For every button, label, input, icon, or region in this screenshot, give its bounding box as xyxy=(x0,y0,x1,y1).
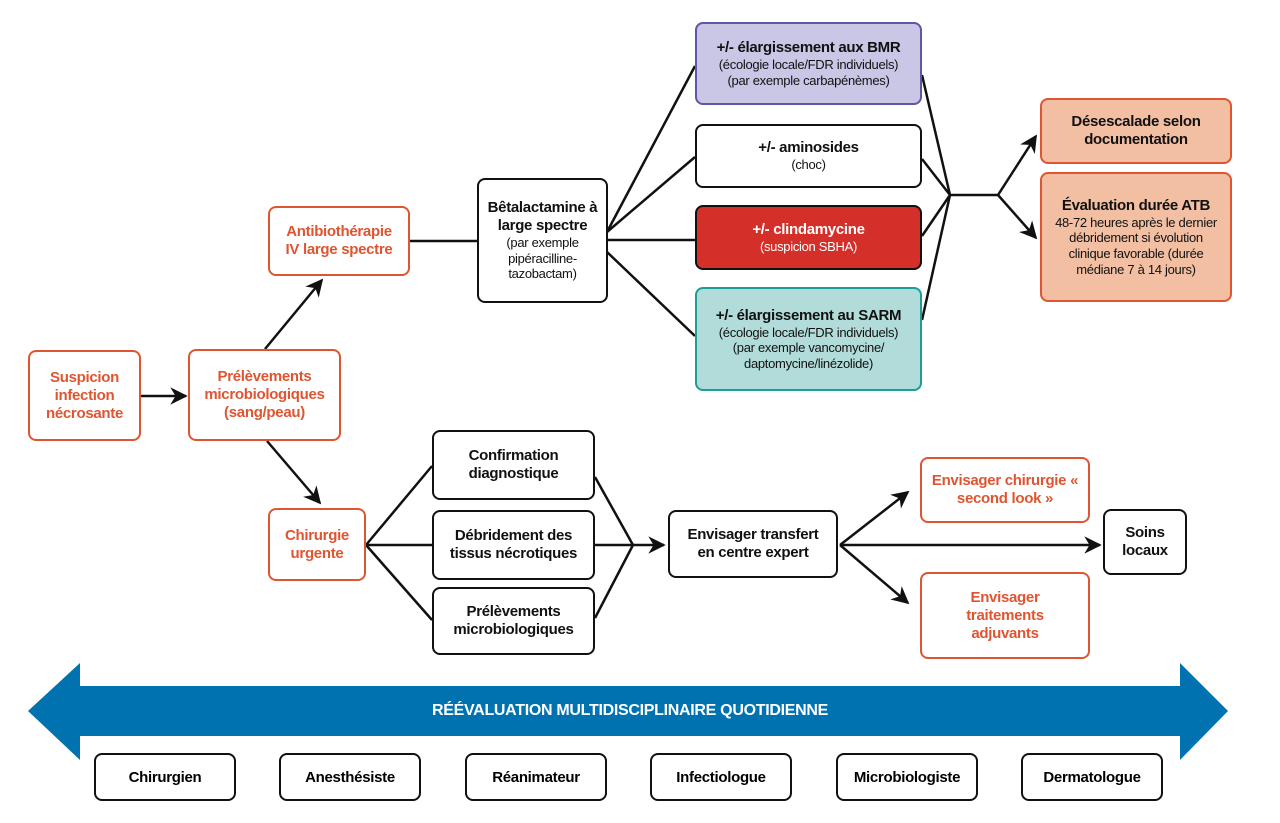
node-desescalade: Désescalade selon documentation xyxy=(1040,98,1232,164)
node-second-look: Envisager chirurgie « second look » xyxy=(920,457,1090,523)
node-bmr: +/- élargissement aux BMR (écologie loca… xyxy=(695,22,922,105)
line-amino-to-merge xyxy=(921,158,951,196)
arrow-prelevements-to-chirurgie xyxy=(266,440,322,505)
node-subtitle: (par exemple vancomycine/ daptomycine/li… xyxy=(732,340,885,371)
node-debridement: Débridement des tissus nécrotiques xyxy=(432,510,595,580)
arrow-to-adjuvants xyxy=(839,544,910,605)
line-bmr-to-merge xyxy=(920,74,952,196)
node-title: Envisager traitements adjuvants xyxy=(966,588,1044,642)
banner-label: RÉÉVALUATION MULTIDISCIPLINAIRE QUOTIDIE… xyxy=(432,702,828,719)
line-clinda-to-merge xyxy=(920,194,952,237)
node-subtitle: 48-72 heures après le dernier débridemen… xyxy=(1055,214,1217,277)
role-dermatologue: Dermatologue xyxy=(1021,753,1163,801)
node-prelevements: Prélèvements microbiologiques (sang/peau… xyxy=(188,349,341,441)
role-microbiologiste: Microbiologiste xyxy=(836,753,978,801)
arrow-prelevements-to-antibio xyxy=(264,278,324,350)
node-transfert: Envisager transfert en centre expert xyxy=(668,510,838,578)
node-chirurgie: Chirurgie urgente xyxy=(268,508,366,581)
arrow-to-evaluation xyxy=(997,194,1038,240)
node-title: Envisager transfert en centre expert xyxy=(687,526,819,561)
role-anesthesiste: Anesthésiste xyxy=(279,753,421,801)
node-title: Envisager chirurgie « second look » xyxy=(931,472,1079,507)
node-title: Prélèvements microbiologiques xyxy=(453,603,574,638)
node-subtitle: (suspicion SBHA) xyxy=(759,238,858,254)
node-confirmation: Confirmation diagnostique xyxy=(432,430,595,500)
node-title: Bêtalactamine à large spectre xyxy=(487,199,598,235)
node-adjuvants: Envisager traitements adjuvants xyxy=(920,572,1090,659)
node-suspicion: Suspicion infection nécrosante xyxy=(28,350,141,441)
node-subtitle: (par exemple pipéracilline-tazobactam) xyxy=(506,235,579,282)
role-chirurgien: Chirurgien xyxy=(94,753,236,801)
line-prelev2-to-merge xyxy=(593,544,635,619)
node-subtitle: (choc) xyxy=(791,157,826,173)
line-chir-to-confirmation xyxy=(365,465,433,546)
line-chir-to-prelev2 xyxy=(365,544,433,621)
node-subtitle: (écologie locale/FDR individuels) xyxy=(718,324,899,340)
node-title: Débridement des tissus nécrotiques xyxy=(449,527,578,562)
line-beta-to-sarm xyxy=(606,251,696,337)
line-beta-to-bmr xyxy=(605,65,697,233)
node-clindamycine: +/- clindamycine (suspicion SBHA) xyxy=(695,205,922,270)
node-subtitle: (par exemple carbapénèmes) xyxy=(727,72,890,88)
node-title: +/- aminosides xyxy=(758,139,859,157)
node-betalactamine: Bêtalactamine à large spectre (par exemp… xyxy=(477,178,608,303)
role-infectiologue: Infectiologue xyxy=(650,753,792,801)
node-title: +/- clindamycine xyxy=(752,220,865,238)
node-title: Chirurgie urgente xyxy=(285,526,349,562)
node-soins: Soins locaux xyxy=(1103,509,1187,575)
node-title: Antibiothérapie IV large spectre xyxy=(285,223,393,258)
node-title: Soins locaux xyxy=(1122,524,1168,559)
line-sarm-to-merge xyxy=(920,194,952,321)
node-title: Évaluation durée ATB xyxy=(1061,196,1211,214)
line-confirmation-to-merge xyxy=(593,476,635,546)
arrow-to-desescalade xyxy=(996,134,1038,196)
node-title: Désescalade selon documentation xyxy=(1071,113,1201,148)
node-prelevements-2: Prélèvements microbiologiques xyxy=(432,587,595,655)
node-title: Confirmation diagnostique xyxy=(468,447,559,482)
node-antibiotherapie: Antibiothérapie IV large spectre xyxy=(268,206,410,276)
node-sarm: +/- élargissement au SARM (écologie loca… xyxy=(695,287,922,391)
node-evaluation: Évaluation durée ATB 48-72 heures après … xyxy=(1040,172,1232,302)
role-reanimateur: Réanimateur xyxy=(465,753,607,801)
line-beta-to-aminosides xyxy=(606,156,696,233)
node-title: Prélèvements microbiologiques (sang/peau… xyxy=(204,368,325,421)
node-title: Suspicion infection nécrosante xyxy=(45,368,124,422)
double-arrow-banner xyxy=(28,663,1228,760)
node-subtitle: (écologie locale/FDR individuels) xyxy=(718,56,899,72)
arrow-to-second-look xyxy=(839,490,910,546)
node-title: +/- élargissement aux BMR xyxy=(716,38,901,56)
node-aminosides: +/- aminosides (choc) xyxy=(695,124,922,188)
node-title: +/- élargissement au SARM xyxy=(715,306,902,324)
